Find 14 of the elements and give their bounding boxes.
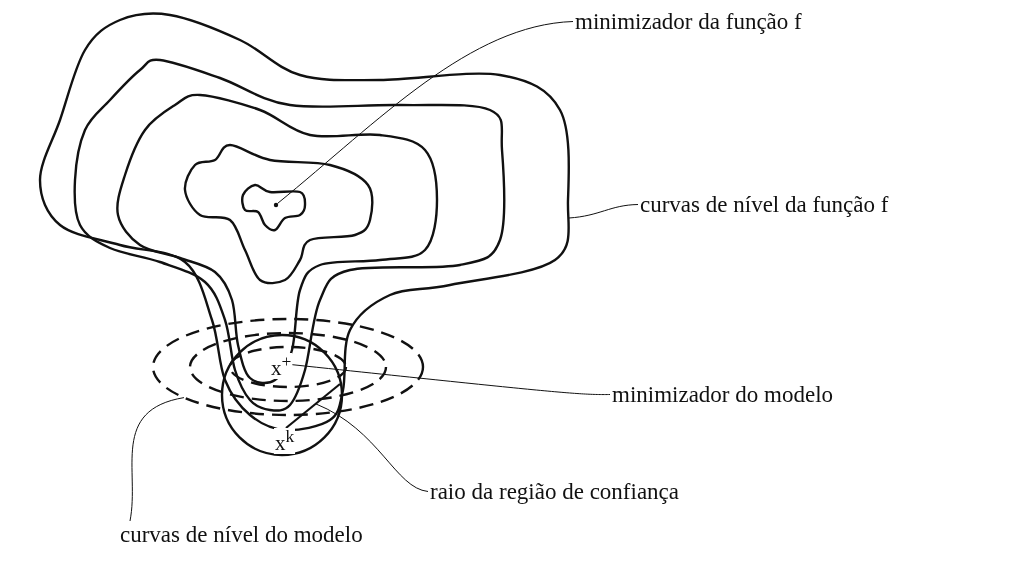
leader-line [315,403,429,492]
leader-line [129,397,185,522]
point-label: x$^{k}$ [274,428,296,454]
callout-text: curvas de nível da função f [640,193,889,216]
leader-line [291,364,611,396]
leader-line [568,204,639,219]
minimum-dot [273,202,279,208]
callout-text: minimizador do modelo [612,383,833,406]
callout-text: curvas de nível do modelo [120,523,363,546]
callout-text: raio da região de confiança [430,480,680,503]
model-contour-drawing [151,317,425,417]
radius-line [285,383,341,429]
callout-text: minimizador da função f [575,10,802,33]
leader-line [277,21,574,204]
